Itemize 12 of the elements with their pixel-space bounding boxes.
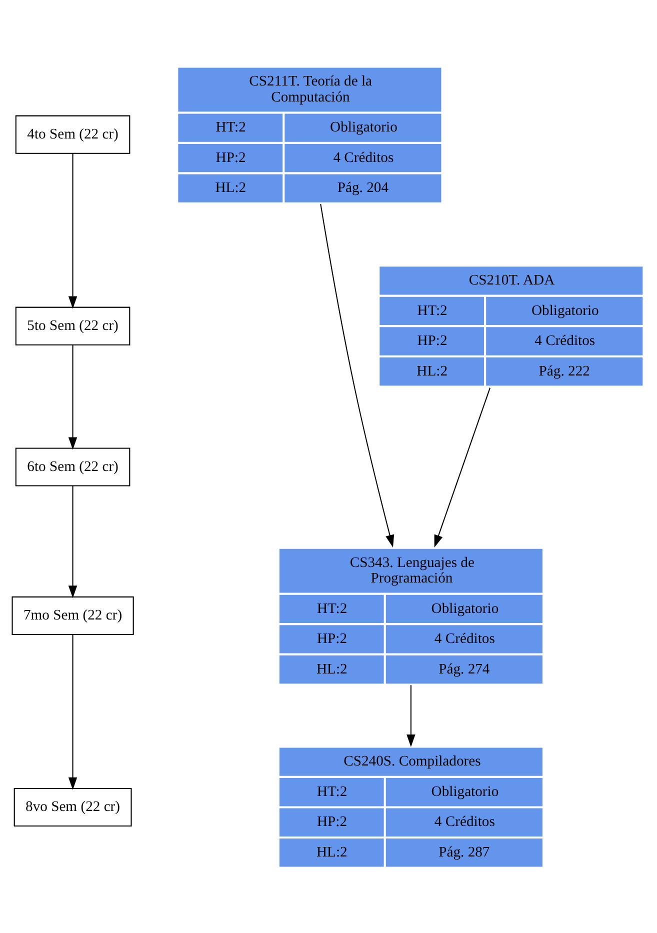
arrow: [68, 152, 78, 308]
arrow: [68, 634, 78, 790]
arrow: [320, 203, 394, 547]
node-box: 6to Sem (22 cr): [15, 447, 130, 486]
node-box: 4to Sem (22 cr): [15, 114, 130, 154]
arrow: [68, 486, 78, 598]
node-box: 8vo Sem (22 cr): [14, 787, 132, 826]
arrow: [406, 684, 416, 747]
arrow: [434, 387, 491, 548]
arrow: [68, 344, 78, 450]
node-box: 7mo Sem (22 cr): [12, 596, 134, 635]
node-box: 5to Sem (22 cr): [15, 306, 130, 345]
